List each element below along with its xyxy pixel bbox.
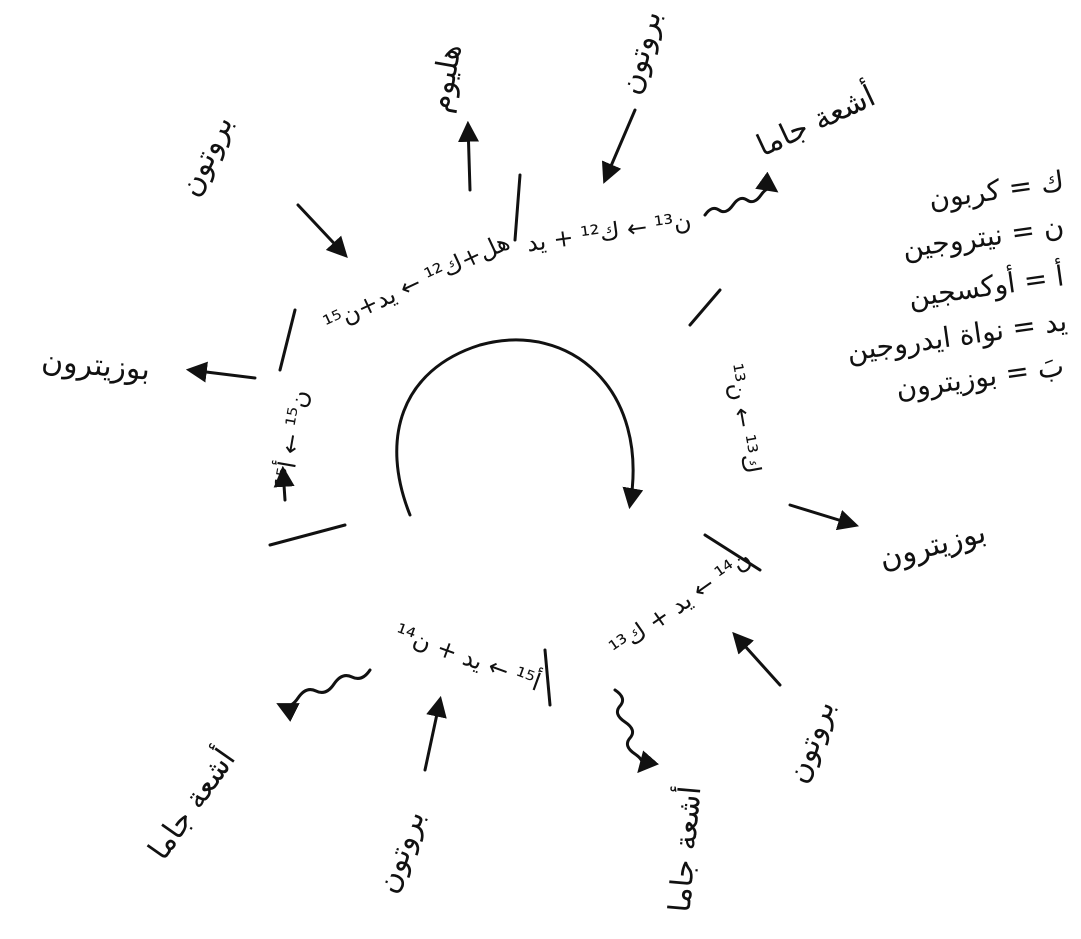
legend-oxygen: أ = أوكسجين xyxy=(906,256,1066,313)
output-label-positron: بوزيترون xyxy=(875,515,989,577)
legend-nitrogen: ن = نيتروجين xyxy=(900,209,1066,264)
input-label-proton: بروتون xyxy=(613,7,669,98)
output-arrow xyxy=(468,125,470,190)
output-label-helium: هليوم xyxy=(422,41,468,115)
input-arrow xyxy=(298,205,345,255)
input-label-proton: بروتون xyxy=(780,696,842,788)
stage-1-reaction: هل+ك¹² ← يد+ن¹⁵ xyxy=(319,227,514,338)
stage-6-reaction: ن¹⁵ ← أ¹⁵ xyxy=(268,387,315,489)
input-arrow xyxy=(425,700,440,770)
output-arrow xyxy=(790,505,855,525)
stage-separator xyxy=(515,175,520,240)
stage-separator xyxy=(270,525,345,545)
output-wavy-arrow xyxy=(615,690,643,770)
input-label-proton: بروتون xyxy=(370,806,432,898)
output-label-positron: بوزيترون xyxy=(40,343,151,387)
cycle-arrow xyxy=(397,340,633,515)
stage-5-reaction: أ¹⁵ ← يد + ن¹⁴ xyxy=(391,616,545,696)
output-wavy-arrow xyxy=(280,670,370,706)
stage-separator xyxy=(545,650,550,705)
stage-4-reaction: ن¹⁴ ← يد + ك¹³ xyxy=(604,544,756,662)
stage-2-reaction: ن¹³ ← ك¹² + يد xyxy=(525,207,693,258)
stage-3-reaction: ك¹³ ← ن¹³ xyxy=(719,361,766,475)
input-arrow xyxy=(605,110,635,180)
output-label-gamma-ray: أشعة جاما xyxy=(138,740,242,866)
output-arrow xyxy=(283,470,285,500)
output-label-gamma-ray: أشعة جاما xyxy=(659,784,709,913)
legend-carbon: ك = كربون xyxy=(927,164,1066,216)
output-wavy-arrow xyxy=(705,188,775,215)
output-label-gamma-ray: أشعة جاما xyxy=(750,75,881,164)
input-arrow xyxy=(735,635,780,685)
input-label-proton: بروتون xyxy=(173,110,241,202)
stage-separator xyxy=(690,290,720,325)
stage-separator xyxy=(280,310,295,370)
output-arrow xyxy=(190,370,255,378)
